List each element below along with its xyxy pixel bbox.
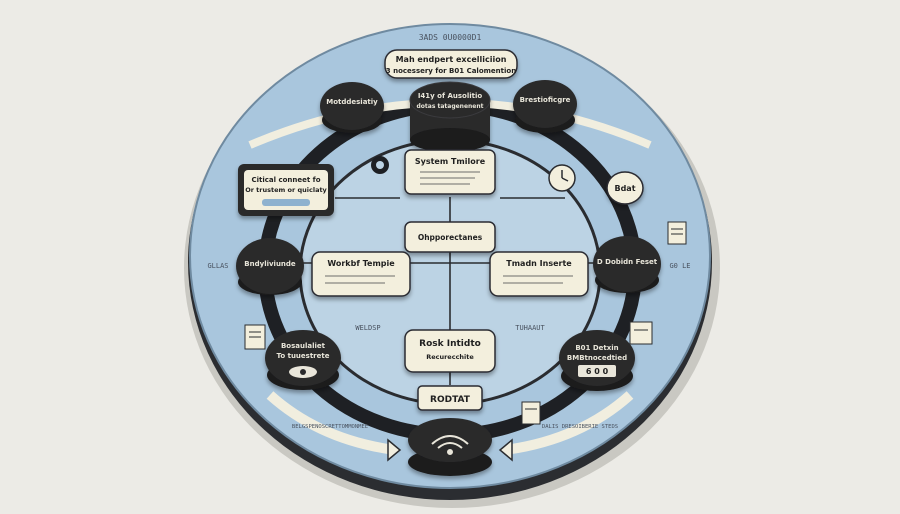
opportunities-card: [404, 221, 496, 253]
right-mid-caption: TUHAAUT: [515, 324, 545, 332]
node-left-mid-title: Bndyliviunde: [244, 260, 296, 268]
document-icon: [667, 221, 687, 245]
arrow-icon: [387, 438, 402, 462]
node-left-mid: [236, 238, 304, 295]
clock-icon: [548, 164, 576, 192]
system-timeline-title: System Tmilore: [415, 157, 486, 166]
node-top-center-subtitle: dotas tatagenenent: [416, 103, 483, 110]
left-code: GLLAS: [207, 262, 228, 270]
node-right-mid: [593, 236, 661, 293]
workflow-template-lines: [325, 275, 395, 284]
small-caption: 3ADS 0U0000D1: [419, 33, 482, 42]
node-top-right-title: Brestioficgre: [520, 96, 571, 104]
bottom-caption-left: BELGSPENOSCRETTOMMONMEE: [292, 424, 368, 430]
document-icon: [244, 324, 266, 350]
left-panel-slider: [262, 199, 310, 206]
bottom-caption-right: DALIS DRESOIBERIE STEDS: [542, 424, 618, 430]
right-oval: [606, 171, 644, 205]
header-banner: [384, 49, 518, 79]
risk-initiative-card: [404, 329, 496, 373]
node-bottom-right-line2: BMBtnocedtied: [567, 354, 627, 362]
node-bottom-right-line1: B01 Detxin: [575, 344, 618, 352]
timeline-inserts-lines: [503, 275, 573, 284]
outer-arc-bottom-left: [266, 391, 396, 455]
left-panel-line1: Citical conneet fo: [251, 176, 320, 184]
left-mid-caption: WELDSP: [355, 324, 380, 332]
document-icon: [629, 321, 653, 345]
node-top-left: [320, 82, 384, 133]
node-top-right: [513, 80, 577, 133]
outer-arc-bottom-right: [504, 391, 634, 455]
arrow-icon: [498, 438, 513, 462]
document-icon: [521, 401, 541, 425]
node-right-mid-title: D Dobidn Feset: [597, 258, 658, 266]
risk-initiative-subtitle: Recurecchite: [426, 353, 474, 361]
wifi-icon: [431, 435, 469, 455]
node-bottom-right-code-box: [578, 365, 616, 377]
right-code: G0 LE: [669, 262, 690, 270]
workflow-template-title: Workbf Tempie: [327, 259, 395, 268]
gear-icon: [371, 156, 389, 174]
timeline-inserts-card: [489, 251, 589, 297]
right-oval-title: Bdat: [614, 184, 635, 193]
node-bottom-left-line2: To tuuestrete: [277, 352, 330, 360]
node-bottom-right-code: 6 0 0: [586, 367, 609, 376]
opportunities-title: Ohpporectanes: [418, 233, 483, 242]
node-bottom-left: [265, 330, 341, 390]
output-card: [417, 385, 483, 411]
output-title: RODTAT: [430, 395, 471, 405]
timeline-inserts-title: Tmadn Inserte: [506, 259, 572, 268]
banner-line1: Mah endpert excelliciion: [396, 55, 507, 64]
left-panel-line2: Or trustem or quiclaty: [245, 186, 327, 194]
workflow-template-card: [311, 251, 411, 297]
banner-line2: 3 nocessery for B01 Calomention: [386, 67, 516, 75]
satellite-icon: [408, 418, 492, 476]
node-bottom-left-line1: Bosaulaliet: [281, 342, 326, 350]
eye-icon: [289, 366, 317, 378]
node-top-center-title: I41y of Ausolitio: [418, 92, 483, 100]
risk-initiative-title: Rosk Intidto: [419, 339, 481, 349]
system-timeline-lines: [420, 171, 480, 185]
node-top-center: [409, 81, 491, 152]
node-top-left-title: Motddesiatiy: [326, 98, 378, 106]
